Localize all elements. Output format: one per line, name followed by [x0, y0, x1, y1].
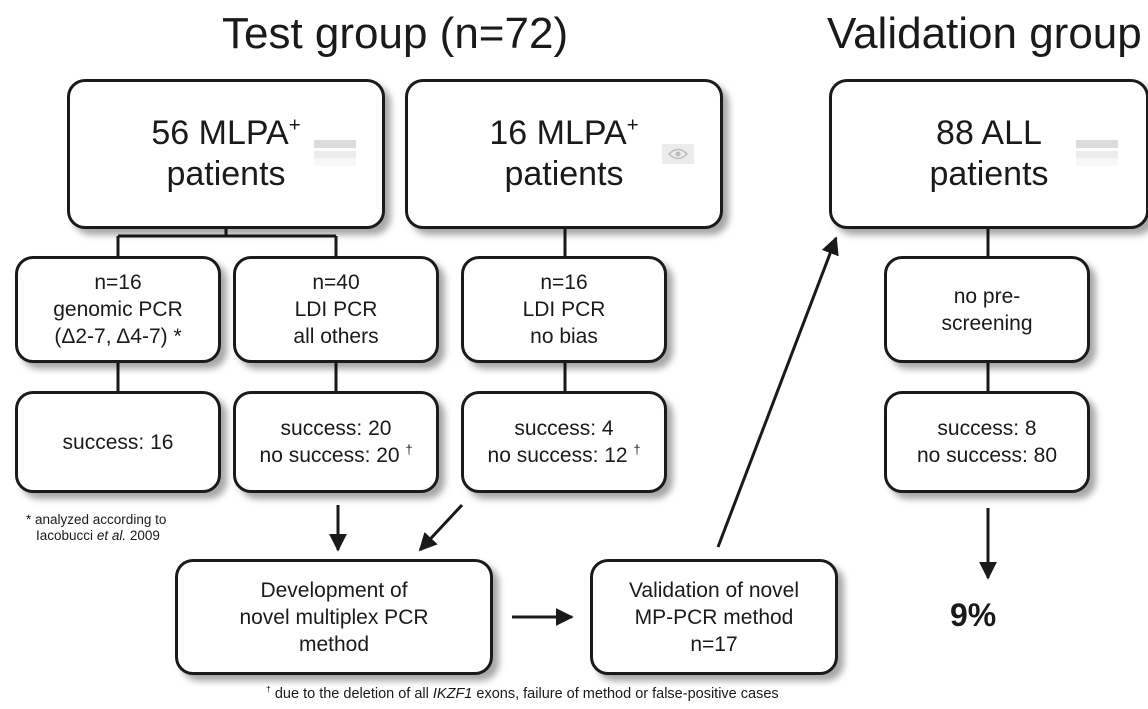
success8-text: success: 8 [937, 417, 1037, 440]
box-88-count: 88 ALL [936, 114, 1042, 152]
result-percent: 9% [950, 597, 997, 633]
asterisk-footnote: * analyzed according to Iacobucci et al.… [26, 512, 166, 544]
validation-group-title: Validation group [827, 9, 1142, 58]
box-success-20: success: 20 no success: 20 † [233, 391, 439, 493]
ldi16-subset: no bias [530, 325, 598, 348]
box-validation: Validation of novel MP-PCR method n=17 [590, 559, 838, 675]
grey-stripes-icon [314, 140, 356, 166]
nosuccess80-text: no success: 80 [916, 444, 1058, 467]
success4-text: success: 4 [514, 417, 614, 440]
eye-icon [662, 144, 694, 164]
dagger-footnote-gene: IKZF1 [432, 686, 473, 702]
grey-stripes-icon [1076, 140, 1118, 166]
genomic-deletions: (Δ2-7, Δ4-7) * [54, 325, 182, 348]
box-success-16: success: 16 [15, 391, 221, 493]
noprescreen-line2: screening [941, 311, 1033, 335]
noprescreen-line1: no pre- [953, 284, 1021, 308]
development-line1: Development of [260, 578, 408, 602]
dagger-mark: † [633, 443, 641, 457]
success16-text: success: 16 [62, 430, 174, 454]
dagger-footnote-mark: † [266, 684, 271, 695]
asterisk-footnote-author: Iacobucci [36, 528, 94, 543]
genomic-method: genomic PCR [53, 298, 183, 321]
box-ldi-pcr-all-others: n=40 LDI PCR all others [233, 256, 439, 363]
box-success-8: success: 8 no success: 80 [884, 391, 1090, 493]
asterisk-footnote-line1: * analyzed according to [26, 512, 167, 527]
arrow-validation-to-88 [716, 236, 839, 548]
box-56-mlpa-patients: 56 MLPA+ patients [67, 79, 385, 229]
box-success-4: success: 4 no success: 12 † [461, 391, 667, 493]
success20-text: success: 20 [280, 417, 392, 440]
nosuccess12-text: no success: 12 [487, 444, 628, 467]
dagger-mark: † [405, 443, 413, 457]
box-ldi-pcr-no-bias: n=16 LDI PCR no bias [461, 256, 667, 363]
ldi16-method: LDI PCR [522, 298, 606, 321]
development-line2: novel multiplex PCR [239, 605, 429, 629]
box-56-patients: patients [166, 155, 286, 193]
box-56-count: 56 MLPA [151, 114, 289, 152]
dagger-footnote-text2: exons, failure of method or false-positi… [472, 686, 779, 702]
box-56-sup: + [288, 114, 301, 137]
box-16-sup: + [626, 114, 639, 137]
box-no-prescreening: no pre- screening [884, 256, 1090, 363]
arrow-ldi16-to-development [418, 503, 464, 552]
ldi40-subset: all others [293, 325, 379, 348]
box-88-all-patients: 88 ALL patients [829, 79, 1148, 229]
dagger-footnote-text1: due to the deletion of all [270, 686, 433, 702]
box-16-count: 16 MLPA [489, 114, 627, 152]
validation-line3: n=17 [690, 632, 738, 656]
validation-line1: Validation of novel [628, 578, 800, 602]
box-88-patients: patients [929, 155, 1049, 193]
asterisk-footnote-etal: et al. [96, 528, 127, 543]
development-line3: method [298, 632, 370, 656]
genomic-n: n=16 [94, 271, 142, 294]
ldi16-n: n=16 [540, 271, 588, 294]
box-16-patients: patients [504, 155, 624, 193]
ldi40-n: n=40 [312, 271, 360, 294]
nosuccess20-text: no success: 20 [259, 444, 400, 467]
test-group-title: Test group (n=72) [222, 9, 569, 58]
dagger-footnote: † due to the deletion of all IKZF1 exons… [266, 684, 779, 702]
box-genomic-pcr: n=16 genomic PCR (Δ2-7, Δ4-7) * [15, 256, 221, 363]
ldi40-method: LDI PCR [294, 298, 378, 321]
asterisk-footnote-year: 2009 [129, 528, 160, 543]
box-development: Development of novel multiplex PCR metho… [175, 559, 493, 675]
box-16-mlpa-patients: 16 MLPA+ patients [405, 79, 723, 229]
validation-line2: MP-PCR method [634, 605, 794, 629]
